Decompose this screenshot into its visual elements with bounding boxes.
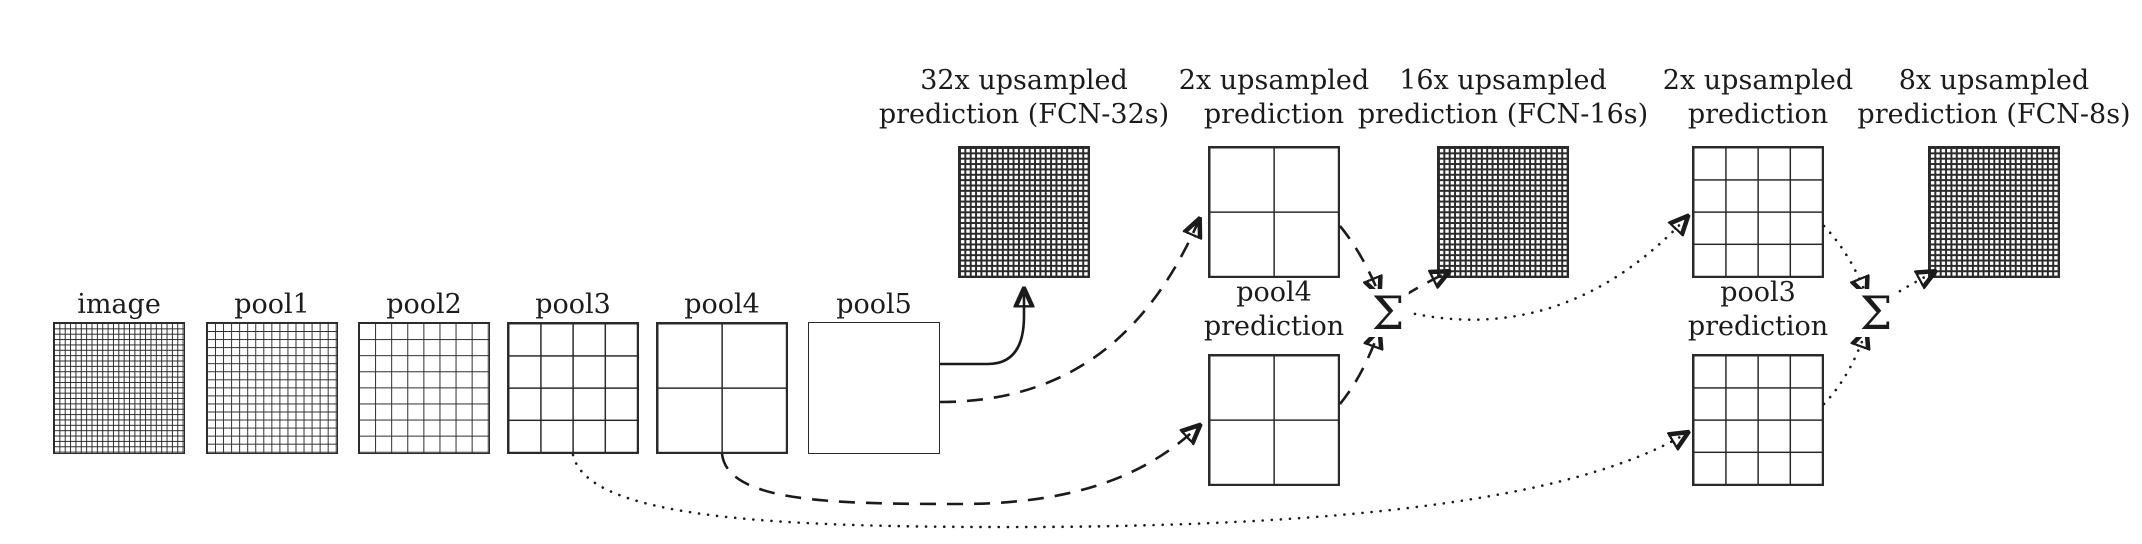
pool1-grid xyxy=(206,322,338,454)
arrow-pool5-to-2x-upsampled xyxy=(939,220,1199,404)
sum-node-2: Σ xyxy=(1855,289,1897,337)
fcn16s-label-line2: prediction (FCN-16s) xyxy=(1357,99,1649,130)
pool3-label: pool3 xyxy=(535,289,611,320)
fcn16s-label-line1: 16x upsampled xyxy=(1399,65,1607,96)
pool4-grid xyxy=(656,322,788,454)
fcn8s-prediction-grid xyxy=(1928,146,2060,278)
2x-upsampled-label-2: 2x upsampled prediction xyxy=(1663,64,1853,132)
image-grid xyxy=(53,322,185,454)
pool5-grid xyxy=(808,322,940,454)
arrow-pool4-to-pool4-prediction xyxy=(720,426,1199,506)
2x-upsampled-label-2-line2: prediction xyxy=(1687,99,1829,130)
pool2-grid xyxy=(358,322,490,454)
arrow-2x-upsampled-to-sum1 xyxy=(1338,225,1379,294)
pool4-label: pool4 xyxy=(684,289,760,320)
pool3-grid xyxy=(507,322,639,454)
image-label: image xyxy=(77,289,161,320)
fcn32s-label: 32x upsampled prediction (FCN-32s) xyxy=(879,64,1169,132)
2x-upsampled-label-1-line1: 2x upsampled xyxy=(1178,65,1370,96)
arrow-pool3-to-pool3-prediction xyxy=(571,433,1687,529)
pool4-prediction-label-line1: pool4 xyxy=(1236,277,1312,308)
2x-upsampled-prediction-grid-1 xyxy=(1208,146,1340,278)
pool4-prediction-label: pool4 prediction xyxy=(1204,276,1344,344)
pool1-label: pool1 xyxy=(234,289,310,320)
2x-upsampled-label-1: 2x upsampled prediction xyxy=(1179,64,1369,132)
pool3-prediction-label: pool3 prediction xyxy=(1688,276,1828,344)
fcn16s-label: 16x upsampled prediction (FCN-16s) xyxy=(1358,64,1648,132)
arrow-sum1-to-fcn16s xyxy=(1403,272,1448,298)
fcn8s-label-line1: 8x upsampled xyxy=(1898,65,2090,96)
pool3-prediction-grid xyxy=(1692,354,1824,486)
fcn32s-label-line2: prediction (FCN-32s) xyxy=(878,99,1170,130)
pool5-label: pool5 xyxy=(836,289,912,320)
2x-upsampled-prediction-grid-2 xyxy=(1692,146,1824,278)
pool4-prediction-label-line2: prediction xyxy=(1203,311,1345,342)
fcn32s-label-line1: 32x upsampled xyxy=(920,65,1128,96)
arrow-sum1-to-2x-upsampled-2 xyxy=(1404,217,1687,321)
2x-upsampled-label-2-line1: 2x upsampled xyxy=(1662,65,1854,96)
sum-node-1: Σ xyxy=(1367,289,1409,337)
fcn8s-label-line2: prediction (FCN-8s) xyxy=(1857,99,2131,130)
arrow-pool3-prediction-to-sum2 xyxy=(1822,331,1866,406)
fcn32s-prediction-grid xyxy=(958,146,1090,278)
arrow-2x-upsampled-2-to-sum2 xyxy=(1822,224,1866,294)
fcn8s-label: 8x upsampled prediction (FCN-8s) xyxy=(1857,64,2130,132)
arrow-pool5-to-fcn32s xyxy=(940,290,1024,366)
pool3-prediction-label-line1: pool3 xyxy=(1720,277,1796,308)
pool3-prediction-label-line2: prediction xyxy=(1687,311,1829,342)
pool2-label: pool2 xyxy=(386,289,462,320)
arrow-pool4-prediction-to-sum1 xyxy=(1338,331,1379,405)
2x-upsampled-label-1-line2: prediction xyxy=(1203,99,1345,130)
arrow-sum2-to-fcn8s xyxy=(1890,272,1934,298)
pool4-prediction-grid xyxy=(1208,354,1340,486)
fcn16s-prediction-grid xyxy=(1437,146,1569,278)
